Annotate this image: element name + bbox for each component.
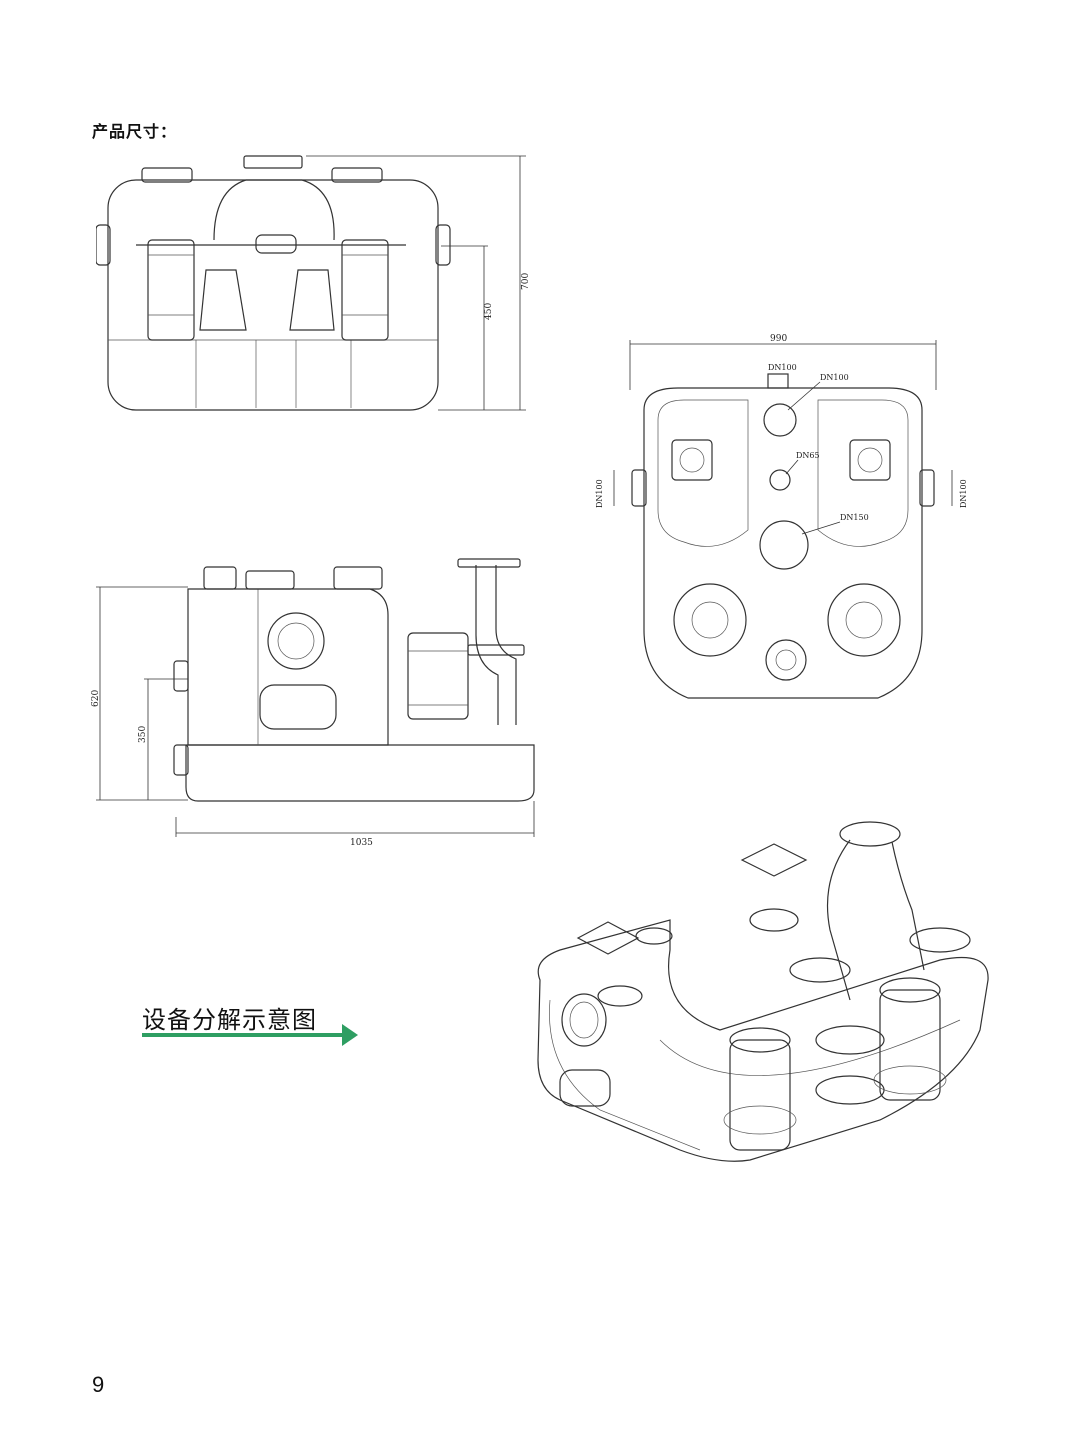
- top-right-pump-head: [827, 583, 901, 657]
- side-outlet-flange: [457, 558, 521, 568]
- iso-inspection-window: [559, 1069, 611, 1107]
- side-dim-350: 350: [138, 726, 148, 743]
- top-label-outlet: DN100: [820, 373, 849, 382]
- section-title: 产品尺寸：: [92, 122, 178, 141]
- iso-left-pump: [729, 1039, 791, 1151]
- top-label-inlet-large: DN150: [840, 513, 869, 522]
- top-tank-outline: [643, 387, 923, 699]
- iso-right-pump: [879, 989, 941, 1101]
- top-left-pump-head: [673, 583, 747, 657]
- top-label-vent: DN65: [796, 451, 820, 460]
- iso-tank-body: [537, 919, 989, 1162]
- side-view-drawing: 620 350 1035: [91, 558, 535, 848]
- top-port-dn65: [769, 469, 791, 491]
- front-right-inlet: [435, 224, 451, 266]
- front-left-pump: [147, 239, 195, 341]
- front-right-pump: [341, 239, 389, 341]
- exploded-arrow-icon: [142, 1024, 358, 1046]
- iso-left-cover: [576, 921, 640, 955]
- top-right-cover: [849, 439, 891, 481]
- side-dim-1035: 1035: [350, 838, 373, 848]
- top-port-dn100: [763, 403, 797, 437]
- iso-side-port: [561, 993, 607, 1047]
- side-tank-body: [187, 588, 389, 746]
- side-round-port: [267, 612, 325, 670]
- exploded-view-label: 设备分解示意图: [142, 1006, 317, 1034]
- side-inspection-window: [259, 684, 337, 730]
- top-label-side-right: DN100: [959, 479, 968, 508]
- front-dim-700: 700: [521, 273, 531, 290]
- page-number: 9: [92, 1372, 105, 1397]
- top-left-cover: [671, 439, 713, 481]
- top-port-dn150: [759, 520, 809, 570]
- top-view-drawing: 990 DN100 DN100 DN100 DN100 DN65 DN150: [595, 334, 968, 699]
- side-dim-620: 620: [91, 690, 101, 707]
- exploded-isometric-drawing: [537, 821, 989, 1162]
- front-dim-450: 450: [484, 303, 494, 320]
- front-view-drawing: 450 700: [96, 155, 531, 411]
- front-left-inlet: [96, 224, 111, 266]
- top-dim-990: 990: [770, 334, 787, 344]
- front-outlet-flange: [243, 155, 303, 169]
- side-pump: [407, 632, 469, 720]
- iso-outlet-flange: [839, 821, 901, 847]
- top-label-pipe: DN100: [768, 363, 797, 372]
- top-label-side-left: DN100: [595, 479, 604, 508]
- iso-right-cover: [740, 843, 808, 877]
